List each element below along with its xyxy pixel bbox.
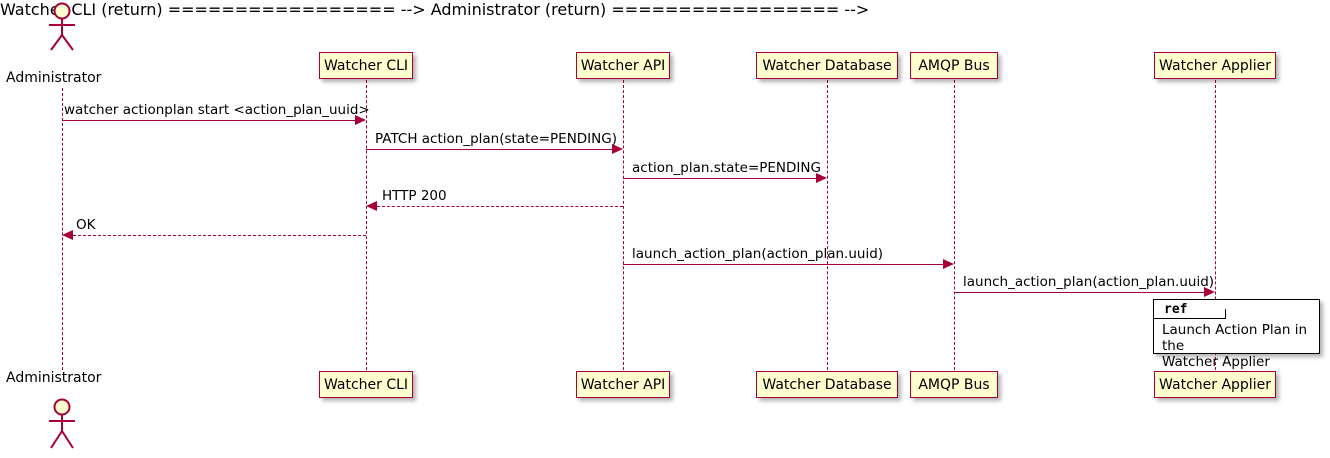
participant-label: AMQP Bus	[918, 57, 990, 74]
participant-label: Watcher Applier	[1159, 376, 1271, 393]
message-label-5: OK	[76, 217, 96, 233]
message-arrowhead-3	[816, 173, 827, 183]
message-arrowhead-2	[612, 144, 623, 154]
message-line-4	[377, 206, 623, 207]
participant-label: Watcher API	[580, 57, 666, 74]
actor-label-administrator-bottom: Administrator	[6, 370, 102, 386]
message-line-2	[366, 149, 613, 150]
message-line-3	[623, 178, 817, 179]
lifeline-administrator	[62, 88, 63, 370]
message-label-6: launch_action_plan(action_plan.uuid)	[632, 246, 884, 262]
participant-label: Watcher Database	[762, 57, 892, 74]
actor-stick-figure-icon	[49, 2, 75, 51]
message-label-2: PATCH action_plan(state=PENDING)	[375, 131, 617, 147]
participant-label: Watcher Database	[762, 376, 892, 393]
participant-label: Watcher CLI	[323, 376, 409, 393]
lifeline-amqp-bus	[954, 80, 955, 370]
participant-label: Watcher API	[580, 376, 666, 393]
participant-amqp-bus-top[interactable]: AMQP Bus	[910, 52, 998, 79]
participant-label: Watcher CLI	[323, 57, 409, 74]
participant-label: AMQP Bus	[918, 376, 990, 393]
message-line-1	[62, 120, 356, 121]
participant-watcher-api-top[interactable]: Watcher API	[576, 52, 670, 79]
message-label-7: launch_action_plan(action_plan.uuid)	[963, 274, 1215, 290]
participant-label: Watcher Applier	[1159, 57, 1271, 74]
lifeline-watcher-database	[827, 80, 828, 370]
participant-watcher-api-bottom[interactable]: Watcher API	[576, 371, 670, 398]
lifeline-watcher-applier	[1215, 80, 1216, 370]
message-line-7	[954, 292, 1204, 293]
participant-amqp-bus-bottom[interactable]: AMQP Bus	[910, 371, 998, 398]
participant-watcher-applier-top[interactable]: Watcher Applier	[1154, 52, 1276, 79]
participant-watcher-cli-bottom[interactable]: Watcher CLI	[319, 371, 413, 398]
message-arrowhead-1	[355, 115, 366, 125]
message-arrowhead-5	[62, 230, 73, 240]
message-label-1: watcher actionplan start <action_plan_uu…	[64, 102, 370, 118]
actor-administrator-bottom	[40, 398, 84, 449]
ref-fragment-operator-label: ref	[1164, 301, 1188, 317]
message-arrowhead-4	[366, 201, 377, 211]
participant-watcher-database-bottom[interactable]: Watcher Database	[756, 371, 898, 398]
participant-watcher-applier-bottom[interactable]: Watcher Applier	[1154, 371, 1276, 398]
message-label-4: HTTP 200	[382, 188, 447, 204]
lifeline-watcher-cli	[366, 80, 367, 370]
ref-fragment: ref Launch Action Plan in the Watcher Ap…	[1153, 299, 1320, 370]
message-line-6	[623, 264, 944, 265]
ref-fragment-body: Launch Action Plan in the Watcher Applie…	[1162, 322, 1308, 370]
actor-stick-figure-icon	[49, 398, 75, 449]
participant-watcher-database-top[interactable]: Watcher Database	[756, 52, 898, 79]
message-line-5	[73, 235, 366, 236]
actor-administrator-top	[40, 2, 84, 52]
ref-fragment-operator-tab: ref	[1154, 300, 1226, 319]
message-arrowhead-7	[1204, 287, 1215, 297]
message-label-3: action_plan.state=PENDING	[632, 160, 821, 176]
message-arrowhead-6	[943, 259, 954, 269]
participant-watcher-cli-top[interactable]: Watcher CLI	[319, 52, 413, 79]
actor-label-administrator-top: Administrator	[6, 70, 102, 86]
lifeline-watcher-api	[623, 80, 624, 370]
